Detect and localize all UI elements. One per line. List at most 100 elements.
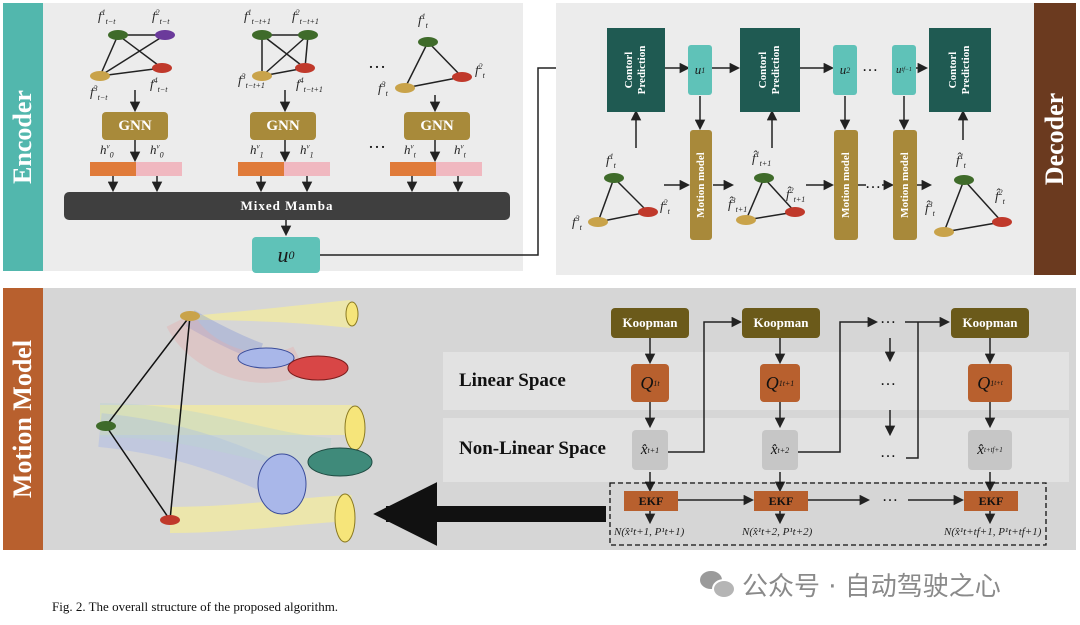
car-icon	[785, 207, 805, 217]
enc-g1-n3-label: f3t−t	[90, 84, 108, 102]
car-icon	[395, 83, 415, 93]
x-box-1: x̂t+1	[632, 430, 668, 470]
decoder-graph-1	[588, 173, 658, 227]
decoder-graph-2	[736, 173, 805, 225]
encoder-ellipsis-mid: …	[368, 132, 386, 152]
car-icon	[638, 207, 658, 217]
encoder-graph-2	[252, 30, 318, 81]
decoder-ellipsis-bottom: …	[865, 175, 881, 192]
car-icon	[108, 30, 128, 40]
nonlinear-space-band	[443, 418, 1069, 482]
car-icon	[992, 217, 1012, 227]
car-icon	[252, 30, 272, 40]
enc-g2-n1-label: f1t−t+1	[244, 8, 271, 26]
car-icon	[180, 311, 200, 321]
figure-caption: Fig. 2. The overall structure of the pro…	[52, 599, 339, 614]
embedding-bar-orange	[390, 162, 436, 176]
embedding-bar-pink	[284, 162, 330, 176]
car-icon	[90, 71, 110, 81]
h-label: hv1	[250, 142, 264, 160]
koopman-box-2: Koopman	[742, 308, 820, 338]
x-ellipsis: …	[880, 444, 896, 461]
linear-space-label: Linear Space	[459, 370, 566, 391]
dec-g1-n3-label: f3t	[572, 214, 582, 232]
linear-space-band	[443, 352, 1069, 410]
koopman-box-3: Koopman	[951, 308, 1029, 338]
embedding-bar-pink	[436, 162, 482, 176]
blue-cone-icon	[257, 453, 307, 515]
car-icon	[298, 30, 318, 40]
embedding-bar-orange	[90, 162, 136, 176]
wechat-icon	[700, 569, 736, 599]
dec-g3-n2-label: f̂2t	[995, 188, 1005, 206]
encoder-graph-3	[395, 37, 472, 93]
decoder-graph-3	[934, 175, 1012, 237]
h-label: hv0	[150, 142, 164, 160]
koopman-ellipsis: …	[880, 310, 896, 327]
car-icon	[452, 72, 472, 82]
car-icon	[418, 37, 438, 47]
car-icon	[736, 215, 756, 225]
car-icon	[160, 515, 180, 525]
yellow-cone-icon	[345, 301, 359, 327]
q-ellipsis: …	[880, 372, 896, 389]
blue-cone-icon	[237, 347, 295, 369]
embedding-bar-pink	[136, 162, 182, 176]
enc-g2-n3-label: f3t−t+1	[238, 72, 265, 90]
dec-g3-n3-label: f̂3t	[925, 200, 935, 218]
dec-g3-n1-label: f̂1t	[956, 152, 966, 170]
encoder-ellipsis-top: …	[368, 52, 386, 72]
distribution-label-3: N(x̂¹t+tf+1, P¹t+tf+1)	[944, 526, 1042, 538]
decoder-sidebar: Decoder	[1034, 3, 1076, 275]
motion-sidebar: Motion Model	[3, 288, 43, 550]
teal-cone-icon	[307, 447, 373, 477]
car-icon	[954, 175, 974, 185]
nonlinear-space-label: Non-Linear Space	[459, 438, 606, 459]
enc-g1-n4-label: f4t−t	[150, 76, 168, 94]
enc-g3-n3-label: f3t	[378, 80, 388, 98]
enc-g3-n1-label: f1t	[418, 12, 428, 30]
watermark-text: 公众号 · 自动驾驶之心	[742, 572, 1001, 602]
yellow-cone-icon	[334, 493, 356, 543]
dec-g2-n1-label: f̂1t+1	[752, 150, 772, 168]
enc-g2-n4-label: f4t−t+1	[296, 76, 323, 94]
koopman-box-1: Koopman	[611, 308, 689, 338]
ekf-box-2: EKF	[754, 491, 808, 511]
car-icon	[934, 227, 954, 237]
ekf-box-3: EKF	[964, 491, 1018, 511]
dec-g2-n2-label: f̂2t+1	[786, 186, 806, 204]
x-box-2: x̂t+2	[762, 430, 798, 470]
control-prediction-box-2: Contorl Prediction	[740, 28, 800, 112]
enc-g3-n2-label: f2t	[475, 62, 485, 80]
decoder-ellipsis-top: …	[862, 58, 878, 75]
gnn-box-2: GNN	[250, 112, 316, 140]
motion-model-box-3: Motion model	[893, 130, 917, 240]
encoder-sidebar: Encoder	[3, 3, 43, 271]
gnn-box-3: GNN	[404, 112, 470, 140]
control-prediction-box-3: Contorl Prediction	[929, 28, 991, 112]
dec-g1-n1-label: f1t	[606, 152, 616, 170]
x-box-3: x̂t+tf+1	[968, 430, 1012, 470]
h-label: hv1	[300, 142, 314, 160]
ekf-dashed-frame	[609, 482, 1047, 546]
ekf-ellipsis: …	[882, 488, 898, 505]
encoder-graph-1	[90, 30, 175, 81]
h-label: hvt	[454, 142, 466, 160]
car-icon	[295, 63, 315, 73]
car-icon	[754, 173, 774, 183]
car-icon	[96, 421, 116, 431]
mixed-mamba-box: Mixed Mamba	[64, 192, 510, 220]
red-cone-icon	[287, 355, 349, 381]
car-icon	[588, 217, 608, 227]
dec-g1-n2-label: f2t	[660, 198, 670, 216]
distribution-label-1: N(x̂¹t+1, P¹t+1)	[614, 526, 685, 538]
car-icon	[152, 63, 172, 73]
